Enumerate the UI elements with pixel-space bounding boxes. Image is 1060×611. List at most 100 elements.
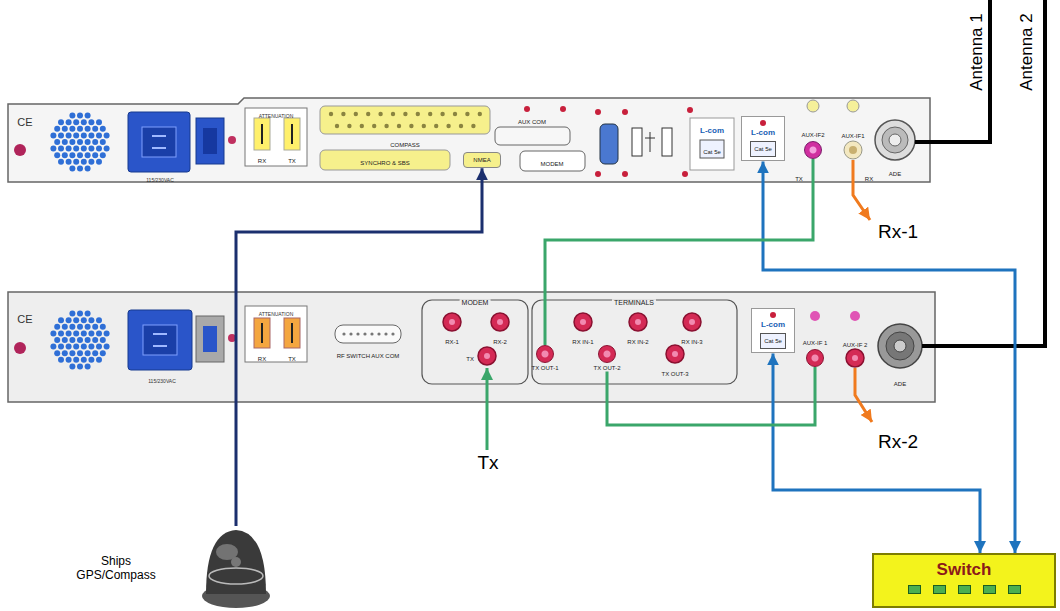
fan-grille (50, 330, 56, 336)
label-holder: 115/230VAC (146, 168, 174, 186)
label-holder: TX (795, 167, 803, 185)
power-inlet (196, 118, 224, 164)
node-text: Cat 5e (754, 146, 772, 153)
panel-label: AUX-IF 2 (843, 342, 868, 348)
signal-arrow (486, 368, 489, 450)
fan-grille (54, 337, 60, 343)
cable-connector (763, 161, 1015, 553)
fan-grille (81, 357, 87, 363)
node-text: TX OUT-1 (532, 365, 559, 372)
connector-pins (360, 124, 364, 128)
fan-grille (88, 317, 94, 323)
fan-grille (66, 317, 72, 323)
connector-pins (471, 124, 475, 128)
fan-grille (58, 317, 64, 323)
signal-arrow (487, 160, 872, 450)
fan-grille (92, 139, 98, 145)
rf-port-center (689, 319, 695, 325)
fan-grille (85, 126, 91, 132)
cable-connector (607, 367, 815, 425)
node-text: Ships GPS/Compass (70, 554, 162, 583)
connector-pins (354, 112, 358, 116)
fan-grille (62, 126, 68, 132)
fan-grille (69, 311, 75, 317)
label-holder: AUX COM (518, 110, 546, 128)
fan-grille (85, 350, 91, 356)
fan-grille (58, 330, 64, 336)
fan-grille (73, 317, 79, 323)
connector-pin (384, 332, 387, 335)
antenna-cable (915, 0, 990, 142)
fan-grille (104, 330, 110, 336)
connector-pins (409, 124, 413, 128)
label-holder: CE (17, 112, 32, 130)
bottom-rear-panel (8, 292, 935, 402)
rf-port (491, 313, 509, 331)
panel-label: RF SWITCH AUX COM (337, 353, 400, 359)
fan-grille (96, 317, 102, 323)
nmea-connector: NMEA (463, 152, 500, 169)
power-inlet (196, 316, 224, 362)
fan-grille (85, 363, 91, 369)
fan-grille (88, 119, 94, 125)
fan-grille (73, 344, 79, 350)
label-holder: SYNCHRO & SBS (360, 151, 409, 169)
top-rear-panel (8, 98, 930, 182)
rf-port (683, 313, 701, 331)
panel-label: MODEM (460, 299, 491, 306)
label-holder: RF SWITCH AUX COM (337, 344, 400, 362)
fan-grille (69, 165, 75, 171)
ade-connector (882, 127, 908, 153)
attenuation-block (284, 318, 300, 348)
panel-label: TX (288, 356, 296, 362)
panel-label: ATTENUATION (259, 113, 294, 119)
ade-connector (889, 134, 901, 146)
fan-grille (77, 139, 83, 145)
ade-connector (875, 120, 915, 160)
fan-grille (100, 337, 106, 343)
label-holder: Cat 5e (703, 140, 721, 158)
rf-port-center (449, 319, 858, 361)
panel-label: TX OUT-3 (661, 371, 688, 377)
fan-grille (54, 350, 60, 356)
panel-label: MODEM (541, 161, 564, 167)
power-inlet (153, 333, 167, 335)
d-sub-connector (335, 325, 401, 343)
fan-grille (88, 330, 94, 336)
connector-pins (440, 112, 444, 116)
attenuation-block (245, 108, 307, 362)
screw (622, 171, 628, 177)
bottom-rear-panel (14, 342, 26, 354)
rf-port-node: TX OUT-2 (594, 345, 621, 372)
label-holder: RX IN-3 (681, 330, 702, 348)
rf-port (850, 311, 860, 321)
node-text: AUX-IF 1 (803, 340, 828, 347)
d-sub-connector (600, 124, 618, 164)
fan-grille (88, 344, 94, 350)
rj45-jack: Cat 5e (760, 333, 786, 350)
fan-grille (104, 146, 110, 152)
compass-icon (200, 526, 272, 610)
screw (524, 106, 693, 177)
node-text: TX OUT-2 (594, 365, 621, 372)
fan-grille (69, 363, 75, 369)
label-holder: TX (466, 347, 474, 365)
power-inlet (128, 112, 224, 370)
status-led (760, 120, 766, 126)
fan-grille (62, 337, 68, 343)
power-inlet (128, 112, 190, 172)
label-holder: AUX-IF 2 (843, 333, 868, 351)
connector-pin (377, 332, 380, 335)
label-holder: TX (288, 347, 296, 365)
rf-port-center (672, 351, 678, 357)
lcom-module (690, 118, 734, 170)
attenuation-block (254, 318, 270, 348)
fan-grille (77, 311, 83, 317)
gps-compass: Ships GPS/Compass (70, 526, 272, 610)
connector-pins (478, 112, 482, 116)
fan-grille (54, 152, 60, 158)
rf-port (574, 313, 592, 331)
attenuation-block (245, 108, 307, 166)
lcom-ethernet-port: L-comCat 5e (741, 116, 785, 161)
fan-grille (96, 330, 102, 336)
